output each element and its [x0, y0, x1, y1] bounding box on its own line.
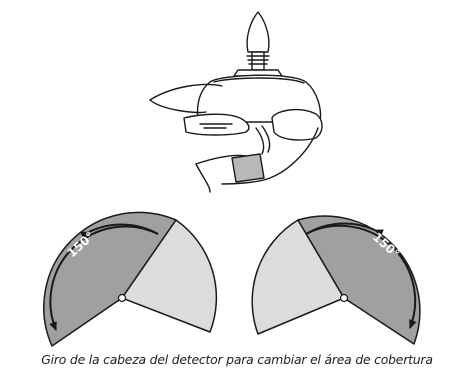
- left-dark-sector: [43, 211, 177, 347]
- hand-detector-illustration: [149, 11, 323, 193]
- detector-rotation-figure: 150° 150°: [43, 11, 421, 347]
- left-light-sector: [121, 219, 218, 333]
- left-pivot-point: [117, 293, 127, 303]
- detector-battery-cover: [231, 153, 265, 183]
- figure-caption: Giro de la cabeza del detector para camb…: [41, 352, 433, 367]
- right-pivot-point: [339, 293, 349, 303]
- right-rotation-arrow: [305, 224, 417, 329]
- right-light-sector: [251, 219, 345, 335]
- right-coverage-diagram: 150°: [251, 215, 421, 345]
- left-rotation-arrow: [49, 225, 159, 331]
- detector-bulb: [246, 11, 270, 53]
- right-dark-sector: [297, 215, 421, 345]
- left-coverage-diagram: 150°: [43, 211, 218, 347]
